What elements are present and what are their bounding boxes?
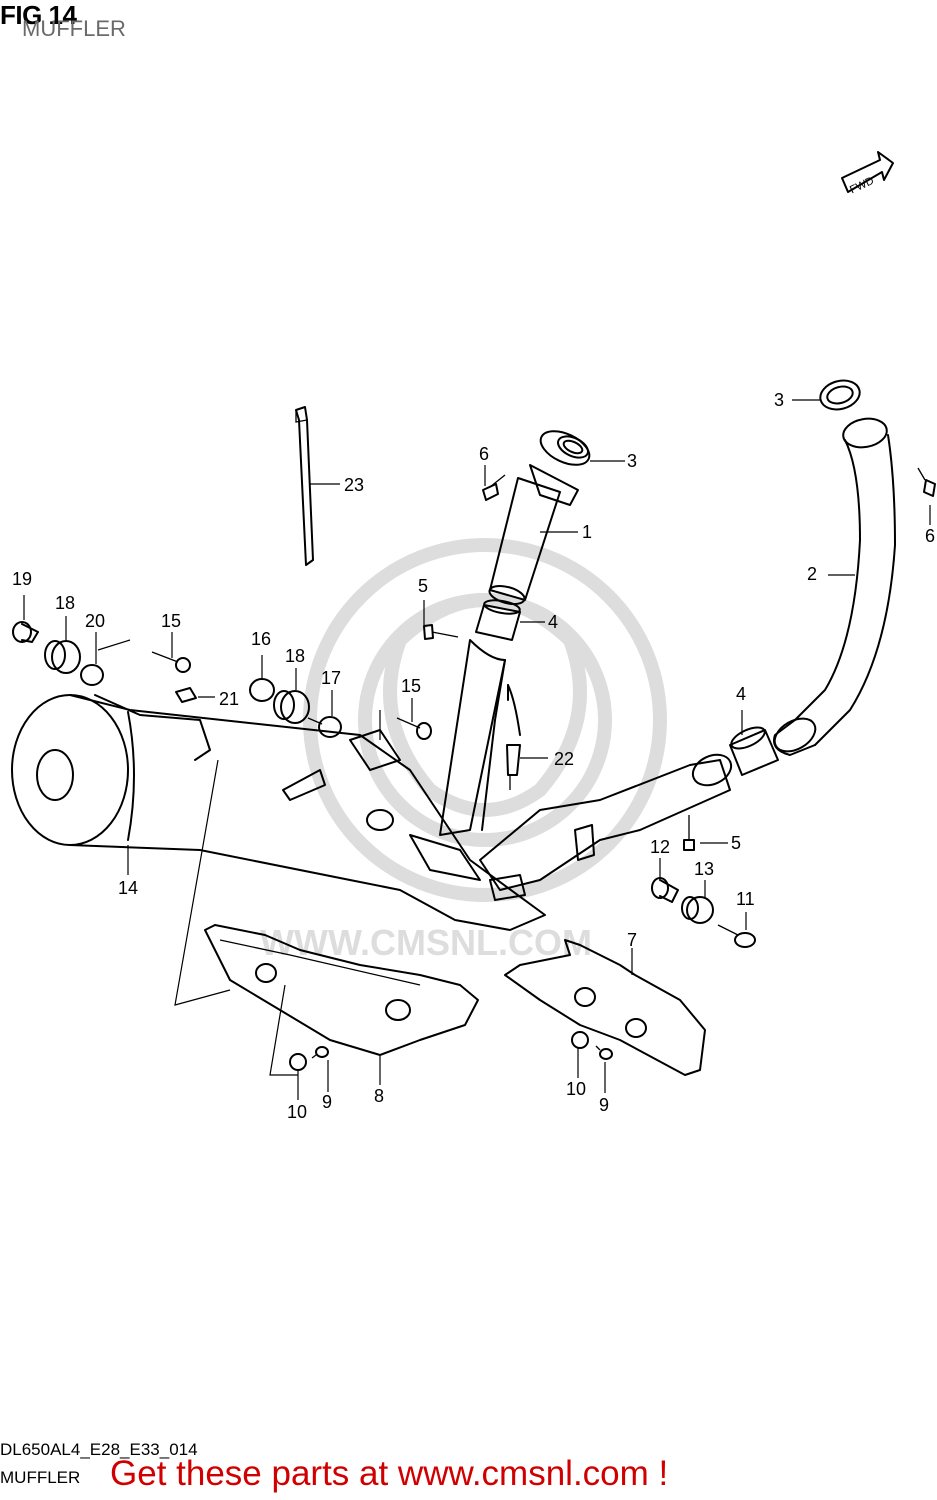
part-muffler-heat-shield[interactable] — [204, 924, 479, 1056]
callout-12: 12 — [650, 837, 670, 857]
callout-11: 11 — [736, 889, 755, 909]
forward-arrow-icon: FWD — [841, 151, 894, 196]
callout-10b: 10 — [566, 1079, 586, 1099]
callout-8: 8 — [374, 1086, 384, 1106]
callout-14: 14 — [118, 878, 138, 898]
callout-13: 13 — [694, 859, 714, 879]
diagram-code: DL650AL4_E28_E33_014 — [0, 1440, 198, 1459]
part-washer-20[interactable] — [80, 664, 104, 686]
figure-subtitle: MUFFLER — [22, 16, 126, 41]
callout-9a: 9 — [322, 1092, 332, 1112]
callout-22: 22 — [554, 749, 574, 769]
callout-4a: 4 — [548, 612, 558, 632]
callout-1: 1 — [582, 522, 592, 542]
callout-18a: 18 — [55, 593, 75, 613]
callout-17: 17 — [321, 668, 341, 688]
callout-20: 20 — [85, 611, 105, 631]
callout-15a: 15 — [161, 611, 181, 631]
part-washer-17[interactable] — [307, 716, 342, 738]
part-clip-21[interactable] — [175, 687, 197, 703]
callout-3b: 3 — [774, 390, 784, 410]
part-rear-exhaust-pipe[interactable] — [769, 415, 896, 758]
diagram-title: MUFFLER — [0, 1468, 81, 1487]
part-washer-16[interactable] — [249, 678, 275, 702]
part-bolt-15b[interactable] — [396, 717, 432, 740]
part-collar-12[interactable] — [651, 877, 679, 903]
part-pipe-heat-shield[interactable] — [504, 939, 706, 1076]
callout-6a: 6 — [479, 444, 489, 464]
callout-2: 2 — [807, 564, 817, 584]
callout-15b: 15 — [401, 676, 421, 696]
callout-7: 7 — [627, 930, 637, 950]
part-gasket-rear[interactable] — [817, 376, 863, 413]
callout-23: 23 — [344, 475, 364, 495]
part-collar-19[interactable] — [12, 621, 39, 643]
callout-numbers: 1 2 3 3 4 4 5 5 6 6 7 8 9 9 10 10 11 12 … — [12, 390, 935, 1122]
part-grommet-18b[interactable] — [273, 690, 310, 724]
callout-4b: 4 — [736, 684, 746, 704]
part-bolt-15a[interactable] — [151, 651, 191, 673]
part-muffler[interactable] — [11, 694, 546, 931]
part-front-exhaust-pipe[interactable] — [488, 424, 595, 607]
callout-6b: 6 — [925, 526, 935, 546]
muffler-exploded-diagram: WWW.CMSNL.COM FWD — [11, 151, 936, 1122]
part-oxygen-sensor[interactable] — [506, 684, 521, 790]
callout-21: 21 — [219, 689, 239, 709]
part-connector-sleeve-front[interactable] — [475, 598, 521, 641]
callout-5b: 5 — [731, 833, 741, 853]
callout-9b: 9 — [599, 1095, 609, 1115]
part-connector-sleeve-rear[interactable] — [728, 723, 779, 776]
callout-18b: 18 — [285, 646, 305, 666]
watermark-text: WWW.CMSNL.COM — [260, 922, 592, 963]
callout-19: 19 — [12, 569, 32, 589]
part-bolt-5a[interactable] — [423, 624, 459, 640]
part-cushion-13[interactable] — [681, 896, 714, 924]
cmsnl-watermark: WWW.CMSNL.COM — [260, 538, 667, 963]
part-bolt-6a[interactable] — [482, 474, 506, 501]
part-mid-pipe-assembly[interactable] — [439, 639, 736, 891]
leader-lines — [23, 399, 931, 1100]
part-gasket-front[interactable] — [555, 432, 592, 462]
callout-10a: 10 — [287, 1102, 307, 1122]
part-bolt-6b[interactable] — [917, 467, 936, 497]
promo-link[interactable]: Get these parts at www.cmsnl.com ! — [110, 1454, 669, 1493]
part-nut-10b[interactable] — [571, 1031, 589, 1049]
part-bolt-11[interactable] — [717, 924, 756, 948]
part-bolt-5b[interactable] — [683, 815, 695, 851]
part-nut-10a[interactable] — [289, 1053, 307, 1071]
callout-16: 16 — [251, 629, 271, 649]
part-grommet-18a[interactable] — [44, 640, 81, 674]
figure-label: FIG 14 — [0, 0, 77, 30]
svg-text:FWD: FWD — [848, 175, 876, 196]
part-screw-9a[interactable] — [311, 1046, 329, 1059]
part-cable-tie[interactable] — [295, 406, 314, 566]
callout-5a: 5 — [418, 576, 428, 596]
callout-3a: 3 — [627, 451, 637, 471]
part-screw-9b[interactable] — [595, 1045, 613, 1060]
